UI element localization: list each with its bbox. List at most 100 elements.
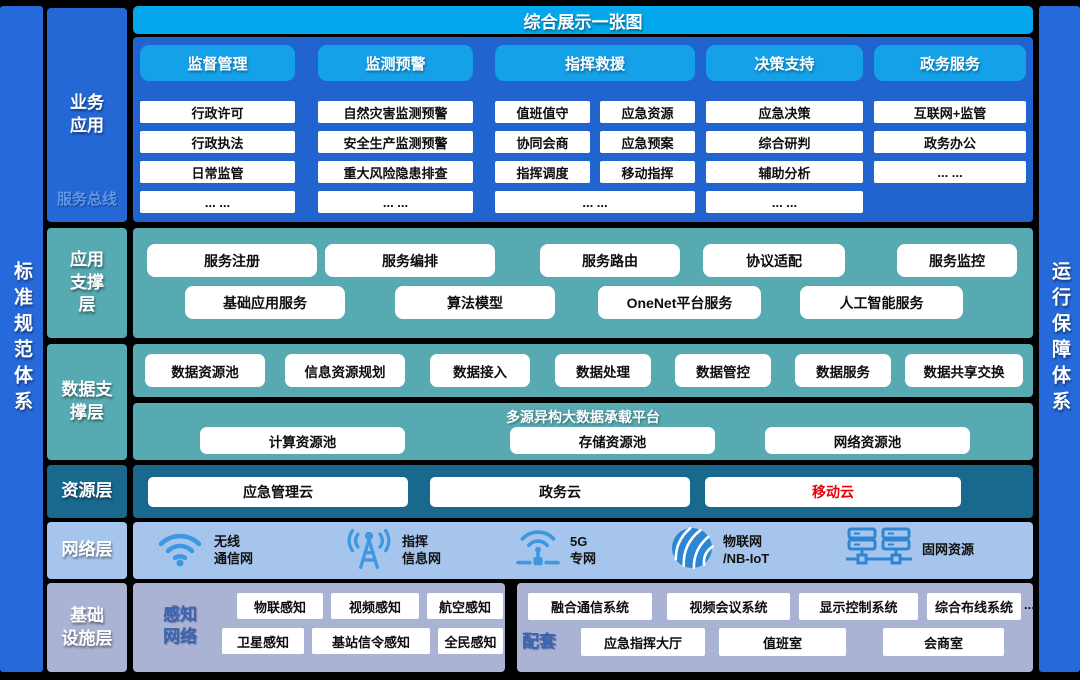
business-item: 安全生产监测预警 <box>318 131 473 153</box>
business-column-government: 政务服务 互联网+监管 政务办公 ... ... <box>874 37 1026 222</box>
network-item-fixed: 固网资源 <box>845 522 974 579</box>
business-item-more: ... ... <box>495 191 695 213</box>
business-column-monitoring: 监测预警 自然灾害监测预警 安全生产监测预警 重大风险隐患排查 ... ... <box>318 37 473 222</box>
layer-label-line: 撑层 <box>70 403 104 422</box>
network-item-label: 固网资源 <box>922 542 974 559</box>
network-label-line: /NB-IoT <box>723 550 770 566</box>
layer-label-infrastructure: 基础 设施层 <box>47 583 127 672</box>
app-support-item: 服务监控 <box>897 244 1017 277</box>
facility-item: 应急指挥大厅 <box>581 628 705 656</box>
network-item-label: 无线 通信网 <box>214 534 253 568</box>
network-item-label: 5G 专网 <box>570 534 596 568</box>
app-support-item: 协议适配 <box>703 244 845 277</box>
business-item: 应急决策 <box>706 101 863 123</box>
business-item: 政务办公 <box>874 131 1026 153</box>
business-item-more: ... ... <box>706 191 863 213</box>
wifi-icon <box>155 528 205 573</box>
network-label-line: 专网 <box>570 550 597 566</box>
facility-item: 显示控制系统 <box>799 593 918 620</box>
app-support-item: 服务注册 <box>147 244 317 277</box>
business-item: 综合研判 <box>706 131 863 153</box>
layer-label-data-support: 数据支 撑层 <box>47 344 127 460</box>
facility-item: 会商室 <box>883 628 1004 656</box>
5g-network-icon <box>515 528 561 573</box>
business-item-more: ... ... <box>318 191 473 213</box>
business-item: 指挥调度 <box>495 161 590 183</box>
data-support-item: 数据共享交换 <box>905 354 1023 387</box>
business-column-decision: 决策支持 应急决策 综合研判 辅助分析 ... ... <box>706 37 863 222</box>
sensing-label-line: 感知 <box>163 605 197 624</box>
sensing-item: 卫星感知 <box>222 628 304 654</box>
network-label-line: 5G <box>570 533 588 549</box>
business-item: 行政许可 <box>140 101 295 123</box>
platform-item: 网络资源池 <box>765 427 970 454</box>
layer-label-line: 业务 <box>70 93 104 113</box>
layer-label-line: 应用 <box>70 249 104 269</box>
layer-label-line: 支撑 <box>70 272 104 292</box>
facility-more-dots: ... <box>1024 597 1035 612</box>
facility-item: 综合布线系统 <box>927 593 1021 620</box>
resource-item: 应急管理云 <box>148 477 408 507</box>
facility-item: 值班室 <box>719 628 846 656</box>
supporting-label: 配套 <box>522 632 556 651</box>
business-item: 互联网+监管 <box>874 101 1026 123</box>
business-column-supervision: 监督管理 行政许可 行政执法 日常监管 ... ... <box>140 37 295 222</box>
left-sidebar: 标准规范体系 <box>0 6 43 672</box>
fixed-network-icon <box>845 527 913 574</box>
business-item: 应急预案 <box>600 131 695 153</box>
data-support-strip: 数据资源池 信息资源规划 数据接入 数据处理 数据管控 数据服务 数据共享交换 <box>133 344 1033 397</box>
data-support-item: 数据管控 <box>675 354 771 387</box>
network-item-label: 指挥 信息网 <box>402 534 441 568</box>
sensing-item: 物联感知 <box>237 593 323 619</box>
app-support-item: 服务路由 <box>540 244 680 277</box>
sensing-label-line: 网络 <box>163 627 197 647</box>
data-support-item: 数据接入 <box>430 354 530 387</box>
sensing-network-label: 感知 网络 <box>145 604 215 648</box>
layer-label-line: 基础 <box>70 605 104 625</box>
sensing-panel: 感知 网络 物联感知 视频感知 航空感知 卫星感知 基站信令感知 全民感知 <box>133 583 505 672</box>
right-sidebar: 运行保障体系 <box>1039 6 1080 672</box>
column-header-government: 政务服务 <box>874 45 1026 81</box>
business-item: 日常监管 <box>140 161 295 183</box>
layer-label-resource: 资源层 <box>47 465 127 518</box>
app-support-item: 人工智能服务 <box>800 286 963 319</box>
column-header-decision: 决策支持 <box>706 45 863 81</box>
network-item-command: 指挥 信息网 <box>345 522 441 579</box>
network-label-line: 固网资源 <box>922 542 975 558</box>
layer-label-line: 网络层 <box>61 540 113 560</box>
data-support-item: 数据处理 <box>555 354 651 387</box>
business-item-more: ... ... <box>874 161 1026 183</box>
column-header-rescue: 指挥救援 <box>495 45 695 81</box>
layer-label-line: 数据支 <box>61 380 113 400</box>
top-banner-title: 综合展示一张图 <box>523 12 643 32</box>
top-banner: 综合展示一张图 <box>133 6 1033 34</box>
network-item-wireless: 无线 通信网 <box>155 522 253 579</box>
app-support-item: OneNet平台服务 <box>598 286 761 319</box>
left-sidebar-title: 标准规范体系 <box>11 261 32 417</box>
layer-label-line: 层 <box>78 295 96 315</box>
facility-item: 视频会议系统 <box>667 593 790 620</box>
facility-item: 融合通信系统 <box>528 593 652 620</box>
layer-label-network: 网络层 <box>47 522 127 579</box>
business-item: 协同会商 <box>495 131 590 153</box>
antenna-icon <box>345 526 393 575</box>
layer-label-line: 资源层 <box>61 481 113 501</box>
facility-panel: 融合通信系统 视频会议系统 显示控制系统 综合布线系统 ... 配套 应急指挥大… <box>517 583 1035 672</box>
layer-label-app-support: 应用 支撑 层 <box>47 228 127 338</box>
iot-globe-icon <box>670 526 714 575</box>
sensing-item: 视频感知 <box>331 593 419 619</box>
network-label-line: 无线 <box>214 533 241 549</box>
resource-item-mobile-cloud: 移动云 <box>705 477 961 507</box>
network-item-label: 物联网 /NB-IoT <box>723 534 769 568</box>
business-item: 自然灾害监测预警 <box>318 101 473 123</box>
business-item: 行政执法 <box>140 131 295 153</box>
data-support-item: 信息资源规划 <box>285 354 405 387</box>
app-support-item: 算法模型 <box>395 286 555 319</box>
column-header-monitoring: 监测预警 <box>318 45 473 81</box>
data-support-item: 数据资源池 <box>145 354 265 387</box>
big-data-platform-panel: 多源异构大数据承载平台 计算资源池 存储资源池 网络资源池 <box>133 403 1033 460</box>
app-support-panel: 服务注册 服务编排 服务路由 协议适配 服务监控 基础应用服务 算法模型 One… <box>133 228 1033 338</box>
network-item-iot: 物联网 /NB-IoT <box>670 522 769 579</box>
app-support-item: 基础应用服务 <box>185 286 345 319</box>
